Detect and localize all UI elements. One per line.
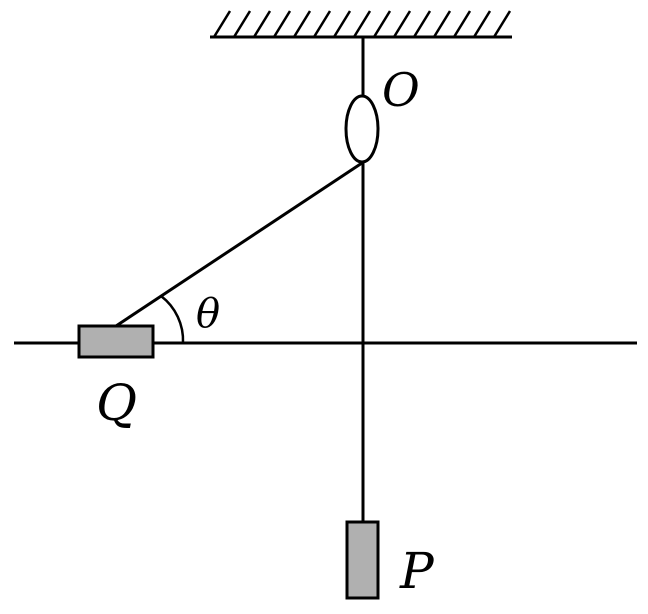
slider-q bbox=[77, 324, 155, 359]
ceiling bbox=[210, 10, 512, 39]
label-q: Q bbox=[96, 374, 137, 432]
ring-o bbox=[344, 94, 380, 164]
inclined-string bbox=[115, 161, 363, 328]
label-theta: θ bbox=[196, 291, 220, 337]
angle-arc bbox=[160, 295, 185, 344]
label-p: P bbox=[399, 542, 435, 600]
label-o: O bbox=[382, 63, 420, 117]
ceiling-hatching bbox=[212, 10, 512, 38]
weight-p bbox=[345, 520, 380, 600]
